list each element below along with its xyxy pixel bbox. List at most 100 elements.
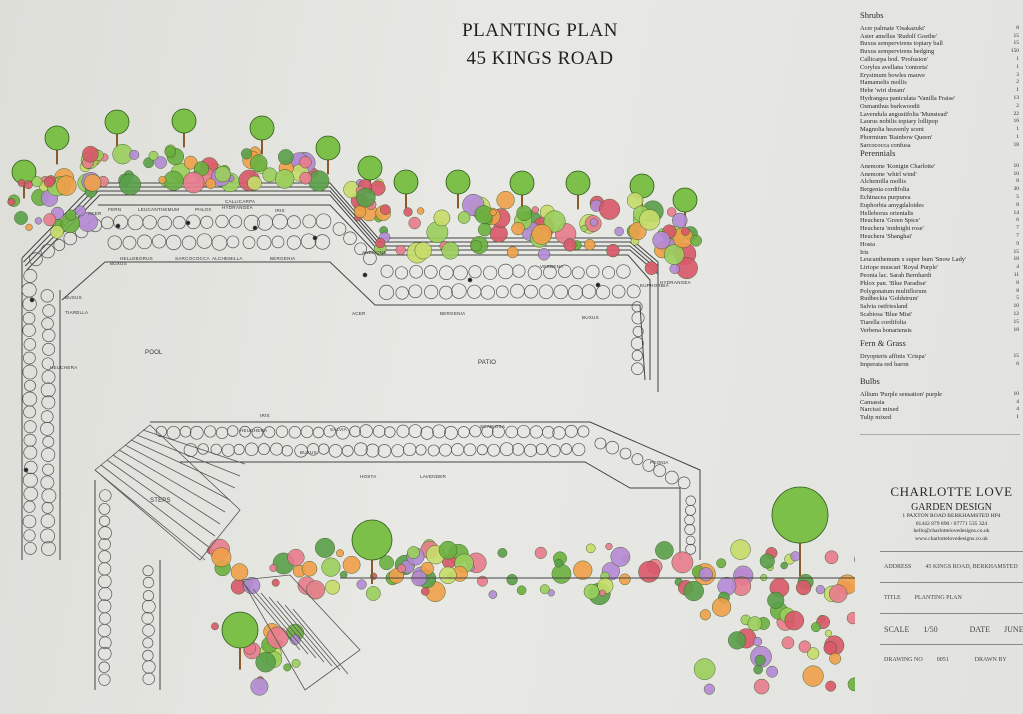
tree-icon (358, 156, 382, 180)
plant-circle (41, 383, 55, 397)
plant-circle (632, 312, 644, 324)
plant-circle (143, 661, 156, 674)
plant-circle (289, 426, 301, 438)
plant-label: BUXUS (582, 315, 599, 320)
plant-name: Euphorbia amygdaloides (860, 202, 924, 210)
plant-circle (416, 445, 426, 455)
planting-blob (325, 580, 339, 594)
plant-quantity: 22 (1014, 111, 1020, 119)
planting-blob (816, 585, 825, 594)
plant-row: Heuchera 'midnight rose'7 (860, 225, 1023, 233)
plant-circle (143, 566, 153, 576)
plant-circle (98, 600, 111, 613)
plant-circle (234, 444, 244, 454)
plant-circle (41, 476, 54, 489)
plant-circle (24, 434, 36, 446)
planting-blob (586, 544, 595, 553)
plant-circle (620, 448, 631, 459)
plant-circle (24, 339, 36, 351)
plant-circle (627, 285, 640, 298)
planting-blob (8, 198, 15, 205)
plant-circle (216, 427, 227, 438)
plant-circle (513, 265, 525, 277)
plant-circle (270, 443, 282, 455)
planting-blob (489, 590, 497, 598)
plant-row: Alchemilla mollis8 (860, 178, 1023, 186)
planting-blob (241, 148, 252, 159)
plant-circle (458, 426, 469, 437)
plant-circle (108, 236, 122, 250)
planting-blob (753, 637, 762, 646)
plant-circle (212, 235, 227, 250)
plant-name: Scabiosa 'Blue Mist' (860, 311, 912, 319)
plant-circle (439, 286, 452, 299)
plant-circle (451, 444, 463, 456)
planting-blob (44, 214, 56, 226)
planting-blob (684, 581, 704, 601)
plant-circle (24, 269, 37, 282)
plant-quantity: 5 (1016, 194, 1019, 202)
plant-quantity: 15 (1014, 40, 1020, 48)
plant-circle (686, 536, 695, 545)
plant-circle (596, 286, 609, 299)
plant-circle (43, 436, 54, 447)
plant-circle (452, 284, 467, 299)
feature-dot (363, 273, 367, 277)
plant-quantity: 4 (1016, 264, 1019, 272)
plant-row: Iris15 (860, 249, 1023, 257)
plant-row: Allium 'Purple sensation' purple10 (860, 391, 1023, 399)
plant-row: Echinacea purpurea5 (860, 194, 1023, 202)
plant-row: Hamamelis mollis2 (860, 79, 1023, 87)
planting-blob (590, 219, 598, 227)
planting-blob (300, 172, 312, 184)
plant-quantity: 5 (1016, 295, 1019, 303)
plant-label: SALVIA (330, 427, 347, 432)
company-phone: 01442 879 890 / 07771 535 324 (880, 521, 1023, 529)
plant-quantity: 8 (1016, 25, 1019, 33)
plant-name: Anemone 'Konigin Charlotte' (860, 163, 935, 171)
planting-blob (535, 547, 547, 559)
planting-blob (165, 146, 176, 157)
plant-label: HEUCHERA (240, 428, 267, 433)
feature-dot (313, 236, 317, 240)
plant-circle (373, 425, 385, 437)
plant-name: Verbena bonariensis (860, 327, 912, 335)
planting-blob (731, 540, 751, 560)
plant-label: ANEMONE (362, 250, 387, 255)
plant-circle (500, 443, 513, 456)
plant-circle (665, 471, 678, 484)
planting-blob (717, 559, 726, 568)
plant-row: Hydrangea paniculata 'Vanilla Fraise'13 (860, 95, 1023, 103)
plant-name: Tulip mixed (860, 414, 891, 422)
planting-blob (796, 580, 811, 595)
planting-blob (581, 225, 587, 231)
plant-row: Osmanthus burkwoodii2 (860, 103, 1023, 111)
planting-blob (56, 176, 76, 196)
plant-label: HEUCHERA (50, 365, 77, 370)
plant-circle (384, 427, 395, 438)
plant-row: Magnolia heavenly scent1 (860, 126, 1023, 134)
plant-quantity: 14 (1014, 210, 1020, 218)
plant-name: Phormium 'Rainbow Queen' (860, 134, 932, 142)
plant-circle (477, 445, 487, 455)
plant-circle (99, 538, 111, 550)
plant-circle (99, 662, 110, 673)
plant-name: Heuchera 'midnight rose' (860, 225, 924, 233)
planting-blob (498, 548, 507, 557)
planting-blob (315, 538, 334, 557)
lower-bed-edge (150, 422, 700, 560)
plant-circle (403, 443, 415, 455)
planting-blob (375, 238, 385, 248)
plant-circle (42, 489, 56, 503)
plant-row: Scabiosa 'Blue Mist'12 (860, 311, 1023, 319)
planting-blob (164, 171, 183, 190)
planting-blob (847, 612, 855, 624)
plant-circle (24, 542, 36, 554)
tree-icon (352, 520, 392, 560)
planting-blob (748, 617, 762, 631)
plant-circle (548, 444, 560, 456)
plant-label: IRIS (275, 208, 285, 213)
planting-blob (278, 149, 293, 164)
plant-circle (54, 240, 65, 251)
planting-blob (417, 208, 424, 215)
